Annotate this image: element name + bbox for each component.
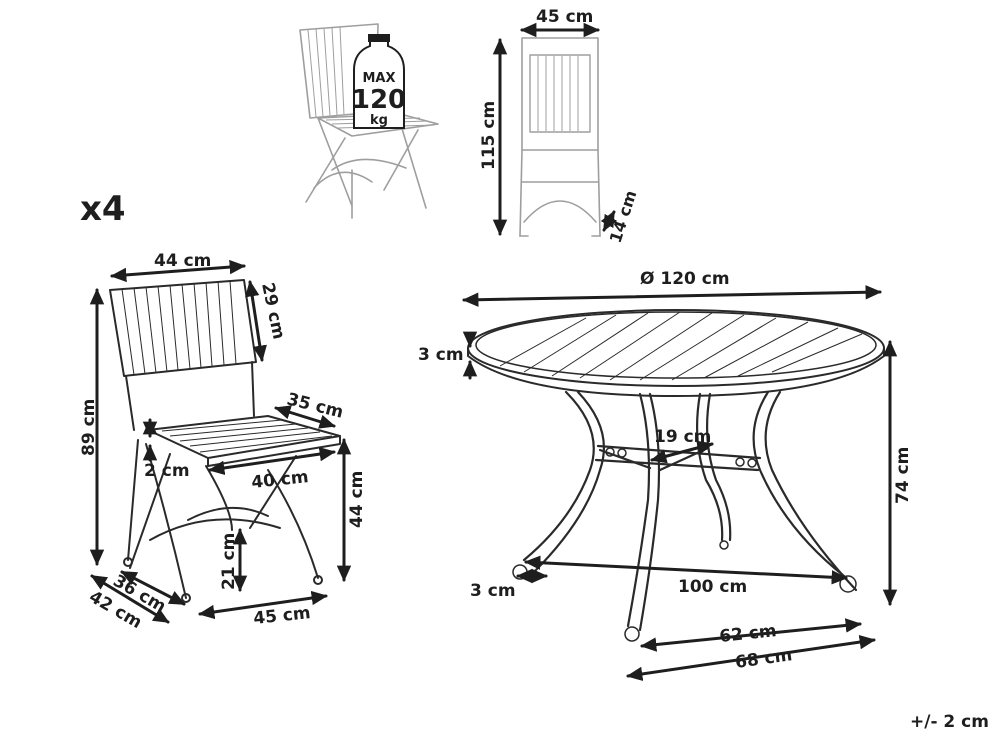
backrest-height-dimension (245, 280, 267, 362)
chair-height-label: 115 cm (479, 101, 499, 170)
chair-width-top-label: 45 cm (536, 7, 593, 27)
seat-depth-dimension (274, 405, 336, 429)
foot-label: 3 cm (470, 581, 516, 601)
table-height-label: 74 cm (893, 447, 913, 504)
footrest-height-label: 21 cm (219, 533, 239, 590)
leg-width-dimension (198, 590, 328, 620)
seat-width-label: 40 cm (250, 467, 309, 493)
leg-outer-label: 68 cm (734, 645, 794, 673)
center-ring-label: 19 cm (654, 427, 711, 447)
backrest-width-dimension (110, 259, 246, 283)
leg-outer-dimension (626, 634, 876, 682)
center-ring-dimension (650, 440, 714, 464)
backrest-width-label: 44 cm (154, 251, 211, 271)
chair-folded-depth-dimension (600, 210, 618, 232)
badge-unit-label: kg (370, 113, 388, 128)
seat-thickness-label: 2 cm (144, 461, 190, 481)
chair-total-height-label: 89 cm (79, 399, 99, 456)
table-diameter-label: Ø 120 cm (640, 269, 730, 289)
base-span-label: 100 cm (678, 577, 747, 597)
badge-weight-value: 120 (352, 85, 406, 115)
table-illustration (467, 309, 885, 642)
max-weight-badge: MAX 120 kg (352, 34, 406, 129)
base-span-dimension (524, 555, 848, 585)
table-diameter-dimension (462, 285, 882, 307)
seat-depth-label: 35 cm (285, 389, 346, 422)
seat-width-dimension (208, 446, 336, 476)
chair-illustration (109, 279, 341, 603)
table-top-thickness-label: 3 cm (418, 345, 464, 365)
leg-depth-outer-dimension (90, 574, 170, 624)
leg-inner-label: 62 cm (718, 621, 777, 647)
backrest-height-label: 29 cm (257, 281, 288, 341)
tolerance-note: +/- 2 cm (910, 712, 989, 732)
chair-front-view (519, 37, 601, 237)
seat-height-label: 44 cm (347, 471, 367, 528)
leg-width-label: 45 cm (252, 603, 311, 629)
quantity-label: x4 (80, 189, 126, 229)
badge-max-label: MAX (362, 71, 395, 86)
